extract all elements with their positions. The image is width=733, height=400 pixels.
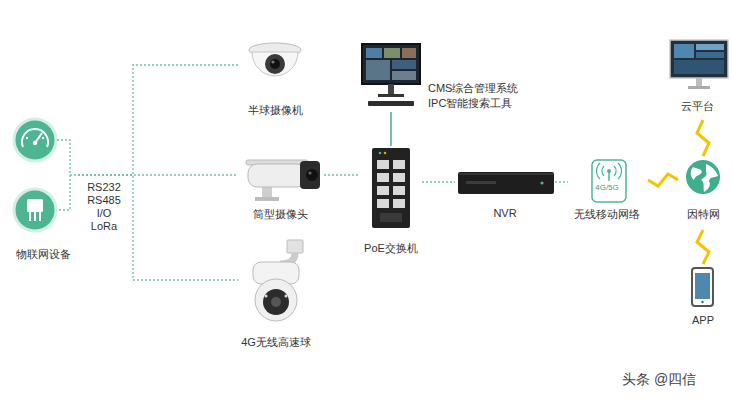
device-node: 筒型摄像头 [236, 148, 324, 226]
network-link [555, 181, 568, 182]
device-node: 半球摄像机 [240, 40, 310, 122]
device-label: 4G/5G [595, 183, 619, 193]
device-node: CMS综合管理系统 IPC智能搜索工具 [358, 40, 534, 112]
poe-switch-drawing [372, 148, 410, 228]
device-label: CMS综合管理系统 [428, 82, 518, 95]
cable-link [390, 112, 392, 146]
device-label: NVR [493, 207, 516, 220]
globe-drawing [686, 160, 720, 194]
device-label: 无线移动网络 [574, 208, 640, 221]
cms-monitor-drawing [362, 44, 420, 106]
device-node: 云平台 [664, 36, 730, 118]
iot-gauge-icon [14, 119, 56, 161]
device-label: PoE交换机 [364, 242, 418, 255]
interface-label: RS232 RS485 I/O LoRa [84, 181, 124, 233]
device-node: 4G/5G 无线移动网络 [568, 156, 646, 226]
dome-camera-drawing [249, 43, 301, 76]
device-node: APP [685, 266, 721, 334]
bullet-camera-drawing [246, 160, 320, 201]
wireless-icon-drawing [592, 160, 626, 202]
network-link [324, 174, 360, 175]
device-label: 半球摄像机 [248, 104, 303, 117]
wireless-link [697, 230, 709, 264]
phone-drawing [692, 268, 713, 306]
wireless-link [697, 120, 709, 156]
device-node: 物联网设备 [8, 115, 78, 265]
device-label: 因特网 [687, 208, 720, 221]
network-link [78, 174, 236, 175]
network-link [78, 65, 240, 175]
device-label: 筒型摄像头 [253, 208, 308, 221]
cloud-monitor-drawing [670, 40, 728, 89]
wireless-link [648, 174, 678, 186]
device-label: 物联网设备 [16, 248, 71, 261]
network-link [422, 181, 455, 182]
ptz-camera-drawing [253, 240, 303, 321]
iot-sensor-icon [14, 189, 56, 231]
nvr-drawing [458, 172, 554, 194]
device-node: NVR [455, 165, 555, 225]
device-node: PoE交换机 [360, 146, 422, 260]
iot-wire [57, 140, 78, 210]
watermark: 头条 @四信 [622, 371, 722, 388]
network-link [78, 175, 238, 280]
device-label: 4G无线高速球 [241, 336, 311, 349]
device-node: 因特网 [680, 158, 726, 228]
device-label: APP [692, 314, 714, 327]
device-label: IPC智能搜索工具 [428, 97, 512, 110]
device-label: 云平台 [681, 100, 714, 113]
device-node: 4G无线高速球 [238, 236, 314, 354]
